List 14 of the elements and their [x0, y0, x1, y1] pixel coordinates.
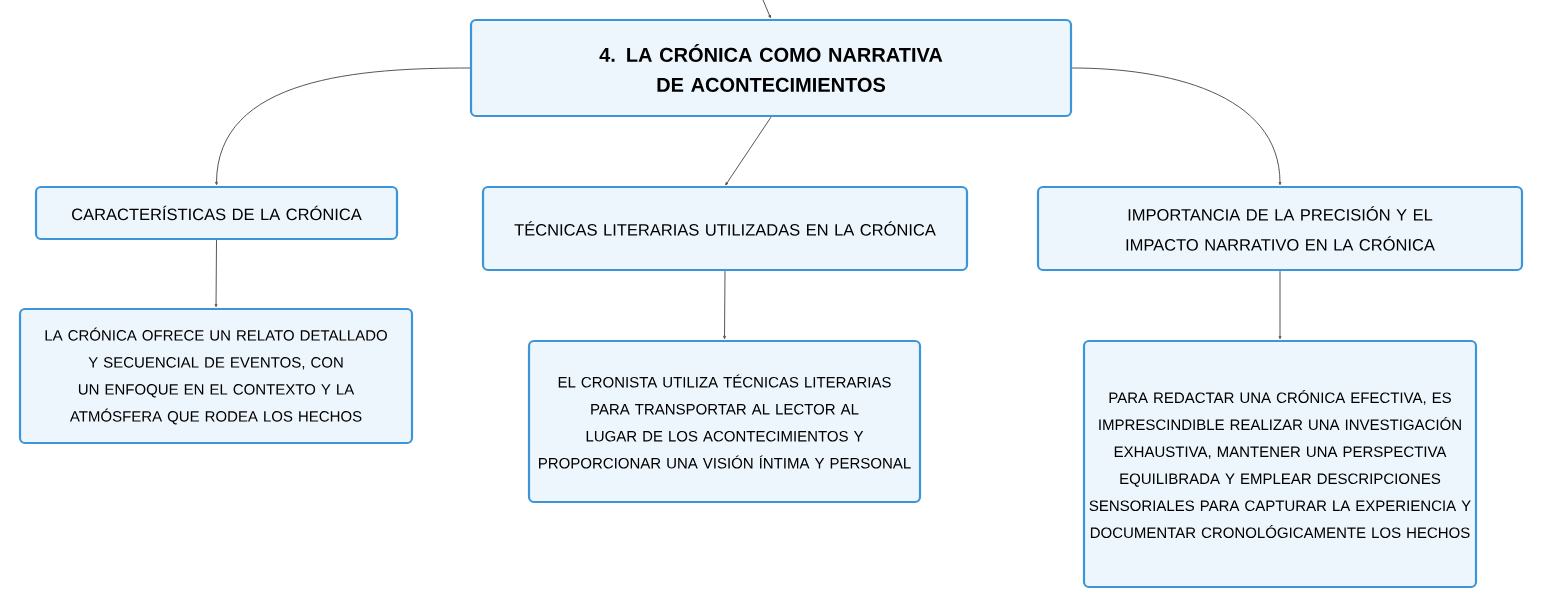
detail-box: LA CRÓNICA OFRECE UN RELATO DETALLADO Y SECUENCIAL DE EVENTOS, CON UN ENFOQUE EN EL CONTEXTO Y LA ATMÓSFERA QUE RODEA LOS HECHOS [18, 307, 414, 445]
arrow [1071, 67, 1282, 186]
arrow [723, 270, 726, 340]
arrow [762, 0, 771, 19]
arrow [214, 239, 218, 308]
detail-box: EL CRONISTA UTILIZA TÉCNICAS LITERARIAS PARA TRANSPORTAR AL LECTOR AL LUGAR DE LOS ACONTECIMIENTOS Y PROPORCIONAR UNA VISIÓN ÍNTIMA Y PERSONAL [527, 339, 922, 504]
topic-box: IMPORTANCIA DE LA PRECISIÓN Y EL IMPACTO NARRATIVO EN LA CRÓNICA [1036, 185, 1524, 272]
arrow [725, 116, 772, 186]
central-topic-box: 4. LA CRÓNICA COMO NARRATIVA DE ACONTECIMIENTOS [469, 18, 1073, 118]
arrow [215, 67, 471, 186]
detail-box: PARA REDACTAR UNA CRÓNICA EFECTIVA, ES IMPRESCINDIBLE REALIZAR UNA INVESTIGACIÓN EXHAUSTIVA, MANTENER UNA PERSPECTIVA EQUILIBRADA Y EMPLEAR DESCRIPCIONES SENSORIALES PARA CAPTURAR LA EXPERIENCIA Y DOCUMENTAR CRONOLÓGICAMENTE LOS HECHOS [1082, 339, 1478, 589]
topic-box: CARACTERÍSTICAS DE LA CRÓNICA [34, 185, 399, 241]
arrow [1278, 270, 1282, 340]
topic-box: TÉCNICAS LITERARIAS UTILIZADAS EN LA CRÓNICA [481, 185, 969, 272]
